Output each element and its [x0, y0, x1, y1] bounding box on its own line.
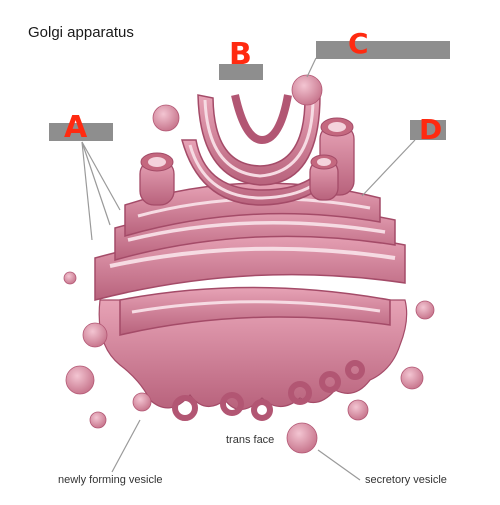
label-box-c: [316, 41, 450, 59]
budding-vesicles: [172, 360, 365, 421]
trans-network: [98, 299, 408, 411]
label-letter-b: B: [229, 37, 252, 72]
diagram-title: Golgi apparatus: [28, 24, 134, 41]
free-vesicles: [63, 74, 435, 454]
label-box-a: [49, 123, 113, 141]
caption-secretory-vesicle: secretory vesicle: [365, 474, 447, 486]
caption-trans-face: trans face: [226, 434, 275, 446]
label-box-d: [410, 120, 446, 140]
cisternae-stack: [94, 182, 406, 336]
upper-cisternae: [181, 94, 346, 206]
label-box-b: [219, 64, 263, 80]
caption-newly-forming-vesicle: newly forming vesicle: [58, 474, 163, 486]
leader-lines: [81, 57, 416, 481]
tubules: [139, 117, 355, 206]
label-letter-d: D: [419, 113, 443, 146]
label-letter-c: C: [348, 27, 369, 60]
label-letter-a: A: [64, 110, 88, 145]
